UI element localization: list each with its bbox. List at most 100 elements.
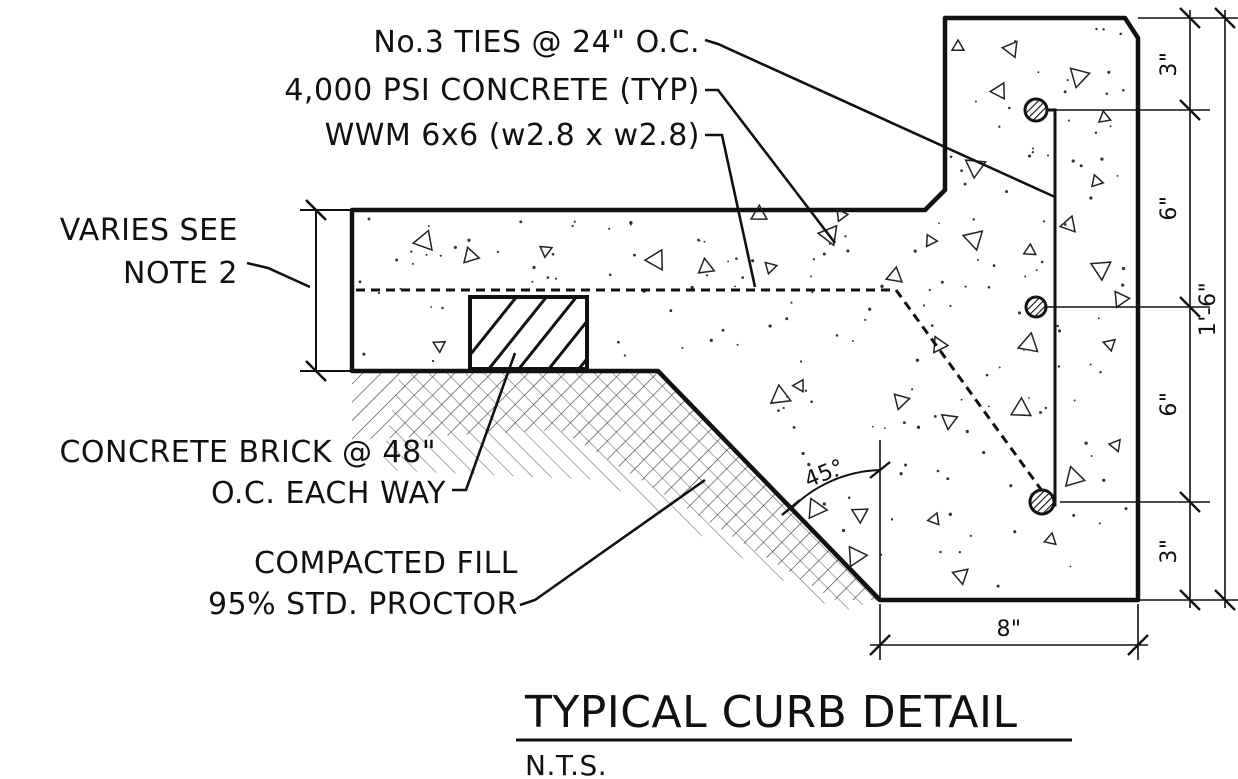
aggregate-dot bbox=[841, 528, 846, 533]
aggregate-dot bbox=[1022, 348, 1026, 351]
aggregate-dot bbox=[960, 169, 963, 172]
aggregate-dot bbox=[828, 243, 831, 245]
aggregate-dot bbox=[1098, 522, 1101, 525]
aggregate-dot bbox=[1063, 223, 1067, 226]
aggregate-triangle bbox=[1064, 465, 1087, 488]
brick-label-line1: CONCRETE BRICK @ 48" bbox=[59, 435, 436, 470]
aggregate-triangle bbox=[1069, 67, 1092, 90]
aggregate-dot bbox=[727, 260, 730, 263]
aggregate-dot bbox=[1013, 40, 1017, 43]
aggregate-triangle bbox=[808, 497, 829, 520]
aggregate-dot bbox=[1109, 125, 1112, 128]
aggregate-dot bbox=[377, 291, 381, 295]
aggregate-dot bbox=[899, 472, 903, 476]
aggregate-dot bbox=[1066, 79, 1069, 82]
aggregate-triangle bbox=[791, 378, 804, 393]
aggregate-triangle bbox=[1058, 214, 1077, 233]
aggregate-dot bbox=[972, 218, 975, 221]
wwm-label: WWM 6x6 (w2.8 x w2.8) bbox=[325, 118, 700, 153]
aggregate-dot bbox=[519, 220, 523, 224]
aggregate-dot bbox=[1037, 71, 1040, 74]
aggregate-dot bbox=[441, 306, 444, 310]
aggregate-dot bbox=[633, 253, 636, 257]
aggregate-dot bbox=[960, 398, 963, 401]
angle-indicator bbox=[781, 440, 891, 600]
aggregate-dot bbox=[801, 451, 805, 456]
aggregate-dot bbox=[1084, 441, 1088, 445]
aggregate-dot bbox=[709, 338, 713, 343]
aggregate-dot bbox=[804, 389, 808, 393]
aggregate-dot bbox=[964, 285, 967, 288]
aggregate-triangle bbox=[1089, 261, 1112, 282]
aggregate-dot bbox=[703, 240, 706, 243]
aggregate-dot bbox=[629, 221, 633, 225]
aggregate-dot bbox=[617, 340, 620, 344]
aggregate-triangle bbox=[1101, 338, 1117, 353]
aggregate-dot bbox=[1122, 89, 1125, 92]
aggregate-dot bbox=[928, 288, 931, 292]
aggregate-dot bbox=[1102, 478, 1106, 482]
aggregate-dot bbox=[751, 259, 755, 263]
aggregate-dot bbox=[1124, 507, 1128, 511]
fill-label-line1: COMPACTED FILL bbox=[254, 546, 518, 581]
aggregate-dot bbox=[411, 262, 414, 265]
aggregate-dot bbox=[1079, 164, 1083, 168]
aggregate-dot bbox=[608, 227, 611, 230]
aggregate-dot bbox=[868, 307, 872, 311]
rebar-bottom bbox=[1028, 488, 1056, 516]
aggregate-dot bbox=[1063, 90, 1067, 94]
fill-label-line2: 95% STD. PROCTOR bbox=[208, 587, 518, 622]
aggregate-dot bbox=[736, 343, 739, 346]
aggregate-dot bbox=[1089, 196, 1093, 200]
aggregate-dot bbox=[395, 258, 399, 262]
aggregate-triangle bbox=[940, 413, 959, 432]
aggregate-dot bbox=[1094, 131, 1098, 135]
aggregate-dot bbox=[786, 395, 789, 399]
concrete-brick bbox=[468, 295, 589, 371]
aggregate-dot bbox=[922, 304, 926, 307]
rebar-middle bbox=[1024, 295, 1048, 319]
aggregate-triangle bbox=[1107, 438, 1122, 453]
aggregate-dot bbox=[998, 366, 1001, 369]
aggregate-dot bbox=[705, 274, 709, 277]
aggregate-dot bbox=[785, 317, 789, 321]
aggregate-dot bbox=[741, 276, 745, 279]
aggregate-dot bbox=[1119, 32, 1122, 36]
aggregate-dot bbox=[669, 309, 673, 313]
aggregate-dot bbox=[453, 245, 457, 249]
aggregate-dot bbox=[1107, 70, 1111, 74]
aggregate-dot bbox=[1099, 371, 1102, 374]
aggregate-triangle bbox=[988, 81, 1006, 101]
aggregate-dot bbox=[1042, 220, 1046, 223]
aggregate-dot bbox=[904, 463, 908, 467]
drawing-title: TYPICAL CURB DETAIL bbox=[524, 687, 1018, 738]
aggregate-dot bbox=[937, 222, 940, 225]
aggregate-triangle bbox=[411, 229, 433, 252]
aggregate-dot bbox=[1073, 399, 1076, 402]
aggregate-dot bbox=[969, 534, 972, 538]
aggregate-dot bbox=[835, 473, 839, 477]
aggregate-dot bbox=[782, 406, 785, 410]
aggregate-dot bbox=[362, 352, 366, 356]
aggregate-dot bbox=[1046, 154, 1050, 157]
aggregate-dot bbox=[608, 273, 612, 277]
aggregate-triangle bbox=[950, 38, 966, 51]
aggregate-dot bbox=[623, 354, 627, 357]
aggregate-dot bbox=[992, 264, 996, 267]
aggregate-triangle bbox=[951, 568, 970, 586]
aggregate-triangle bbox=[697, 256, 716, 274]
aggregate-dot bbox=[430, 306, 433, 308]
aggregate-dot bbox=[1121, 283, 1125, 287]
dim-overall-height: 1'-6" bbox=[1196, 282, 1221, 337]
aggregate-triangle bbox=[1016, 331, 1039, 353]
varies-label-line2: NOTE 2 bbox=[123, 256, 238, 291]
aggregate-dot bbox=[467, 238, 471, 242]
aggregate-dot bbox=[1039, 411, 1042, 414]
aggregate-dot bbox=[883, 427, 886, 430]
aggregate-dot bbox=[958, 550, 962, 554]
aggregate-dot bbox=[985, 373, 989, 377]
aggregate-dot bbox=[1013, 530, 1017, 534]
aggregate-dot bbox=[916, 425, 921, 429]
aggregate-dot bbox=[1056, 324, 1059, 328]
scale-note: N.T.S. bbox=[525, 749, 607, 779]
